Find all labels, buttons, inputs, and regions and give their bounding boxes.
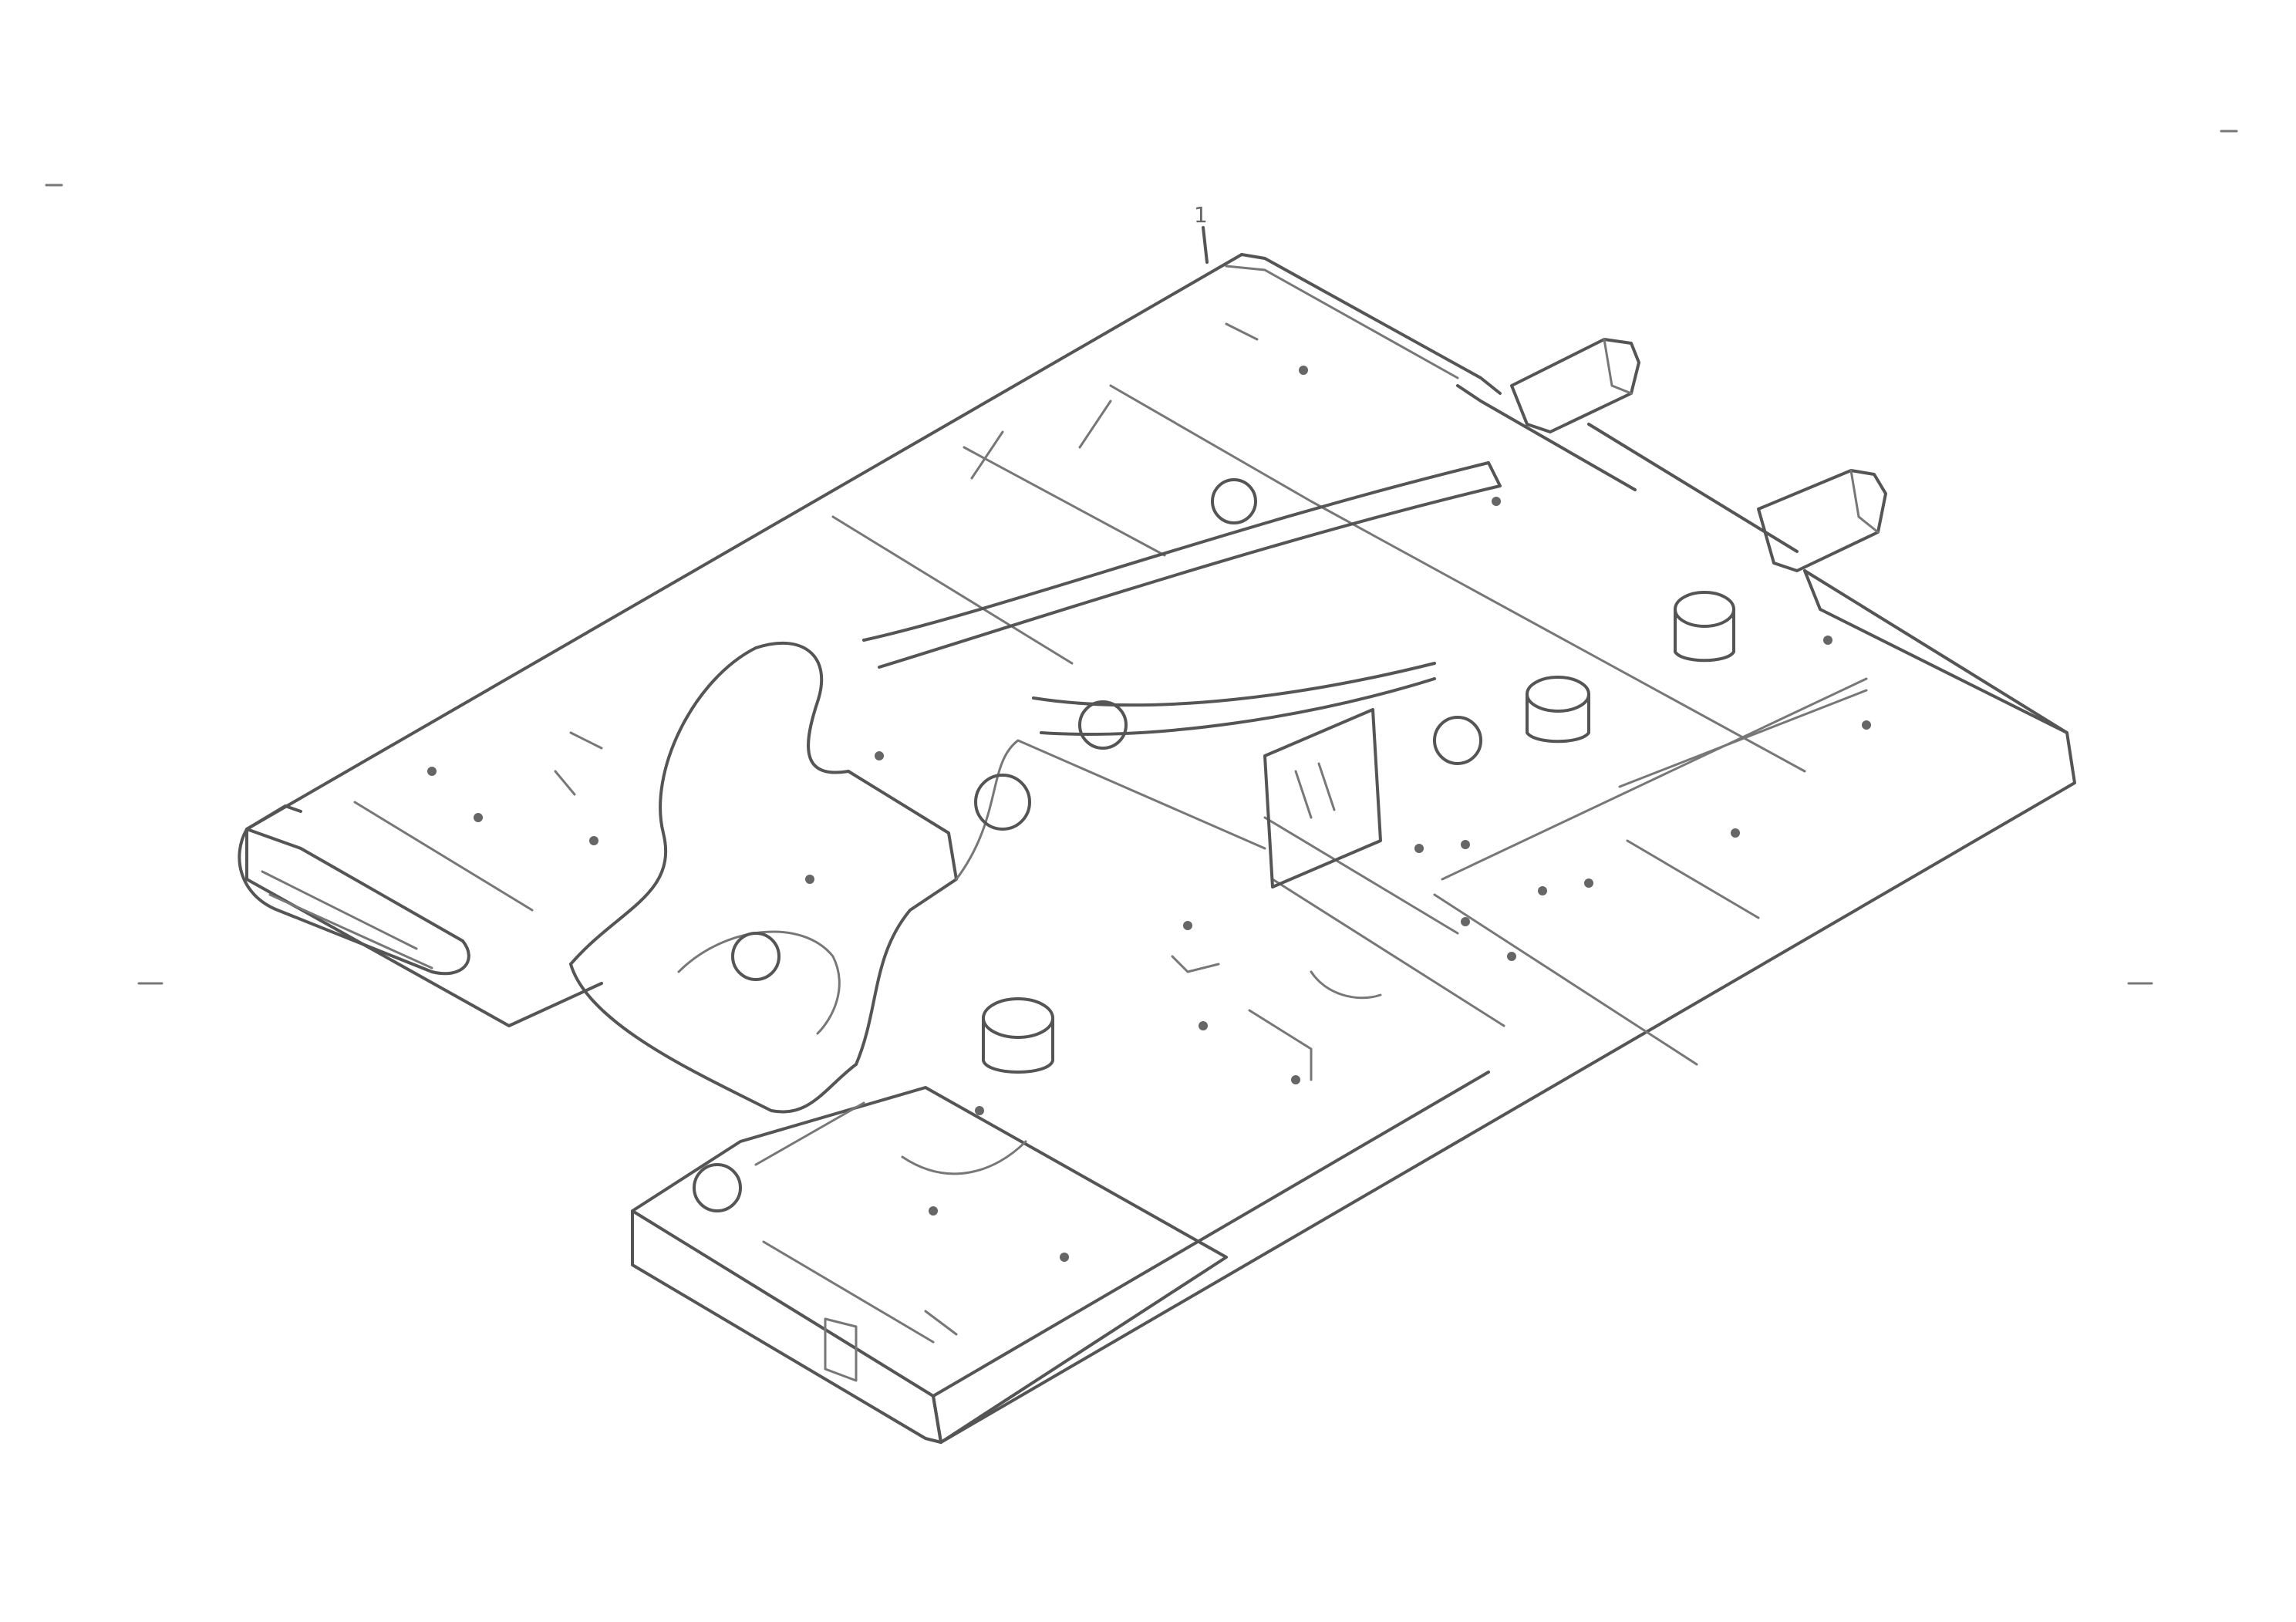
boss-right-2 [1674,591,1735,663]
mount-block-center [1263,708,1382,889]
callout-1-label: 1 [1194,202,1208,228]
upper-frame-beam [245,253,1502,1027]
boss-left [982,997,1054,1074]
lower-right-plate [932,569,2076,1444]
pin-middle-right [1757,469,1887,572]
pin-upper-right [1510,338,1640,433]
mounting-bracket [569,641,1266,1114]
hardware-dots [427,366,1871,1262]
beam-end-cap [238,801,534,976]
round-holes [693,478,1482,1212]
curved-arm [862,461,1502,736]
frame-connectors [1310,384,1806,773]
detail-strokes [554,322,1382,1336]
page-registration-marks [45,130,2238,985]
boss-right-1 [1526,676,1590,744]
callout-1[interactable]: 1 [1194,202,1209,264]
lower-left-plate [631,1086,1228,1444]
